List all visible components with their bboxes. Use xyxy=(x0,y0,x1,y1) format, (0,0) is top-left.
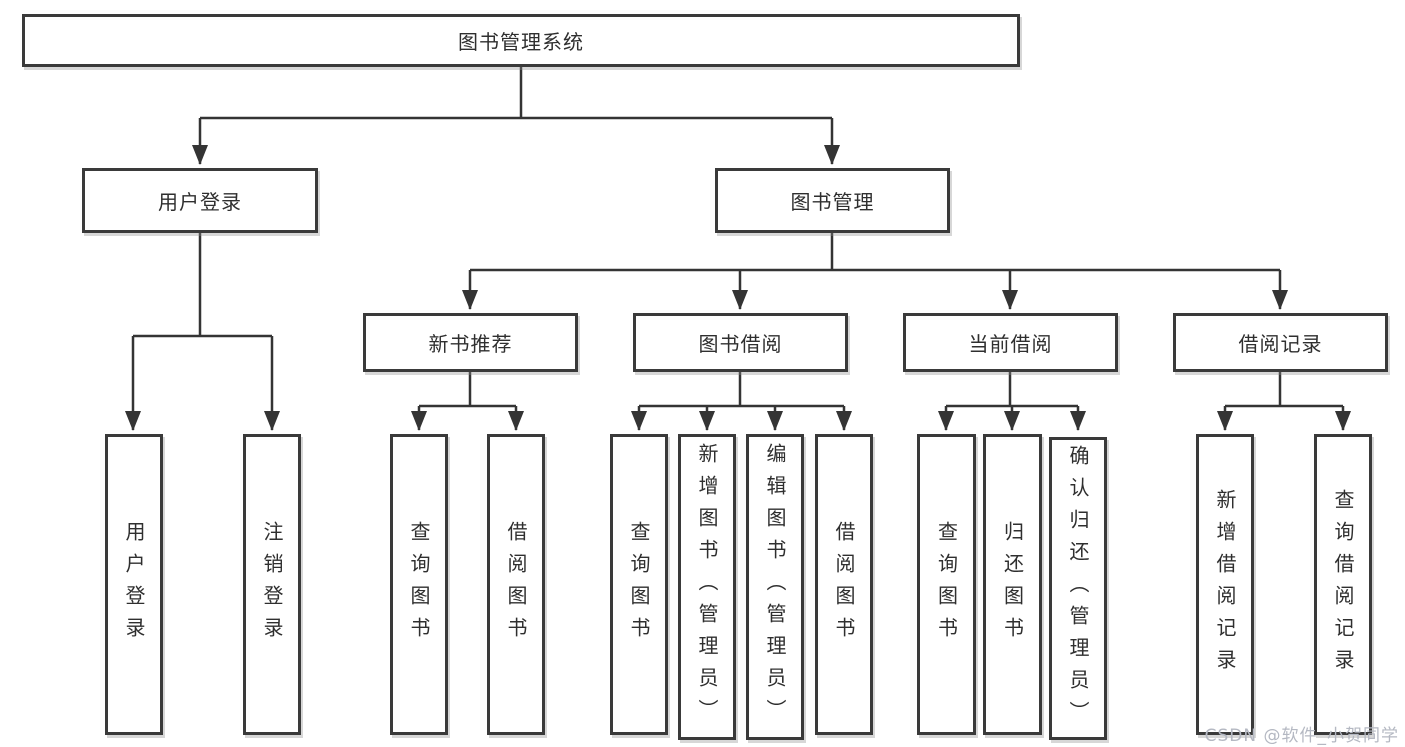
leaf-label: 查询图书 xyxy=(407,520,431,649)
leaf-label: 用户登录 xyxy=(122,520,146,649)
leaf-label: 确认归还（管理员） xyxy=(1066,444,1090,733)
leaf-label: 查询图书 xyxy=(934,520,959,649)
leaf-return-book: 归还图书 xyxy=(983,434,1042,735)
leaf-borrow-books-borrowing: 借阅图书 xyxy=(815,434,873,735)
leaf-query-borrow-record: 查询借阅记录 xyxy=(1314,434,1372,735)
leaf-label: 查询借阅记录 xyxy=(1331,488,1355,681)
node-label: 当前借阅 xyxy=(968,332,1053,356)
leaf-label: 编辑图书（管理员） xyxy=(763,443,787,731)
node-label: 新书推荐 xyxy=(428,332,513,356)
leaf-add-borrow-record: 新增借阅记录 xyxy=(1196,434,1254,735)
node-label: 图书管理系统 xyxy=(458,30,584,54)
leaf-query-books-current: 查询图书 xyxy=(917,434,976,735)
leaf-user-login: 用户登录 xyxy=(105,434,163,735)
leaf-label: 新增借阅记录 xyxy=(1213,488,1237,681)
node-borrowing-records: 借阅记录 xyxy=(1173,313,1388,372)
leaf-add-book-admin: 新增图书（管理员） xyxy=(678,434,736,740)
node-label: 借阅记录 xyxy=(1238,332,1323,356)
csdn-watermark: CSDN @软件_小贺同学 xyxy=(1204,726,1399,746)
node-current-borrowing: 当前借阅 xyxy=(903,313,1118,372)
node-label: 图书借阅 xyxy=(698,332,783,356)
leaf-logout: 注销登录 xyxy=(243,434,301,735)
leaf-label: 注销登录 xyxy=(260,520,284,649)
leaf-label: 借阅图书 xyxy=(504,520,528,649)
leaf-label: 借阅图书 xyxy=(832,520,856,649)
node-label: 图书管理 xyxy=(790,190,875,214)
node-book-borrowing: 图书借阅 xyxy=(633,313,848,372)
leaf-edit-book-admin: 编辑图书（管理员） xyxy=(746,434,804,740)
leaf-label: 归还图书 xyxy=(1000,520,1025,649)
node-new-book-recommendation: 新书推荐 xyxy=(363,313,578,372)
leaf-query-books-borrowing: 查询图书 xyxy=(610,434,668,735)
node-book-management: 图书管理 xyxy=(715,168,950,233)
leaf-label: 查询图书 xyxy=(627,520,651,649)
leaf-borrow-books-recommend: 借阅图书 xyxy=(487,434,545,735)
leaf-label: 新增图书（管理员） xyxy=(695,443,719,731)
node-user-login: 用户登录 xyxy=(82,168,318,233)
leaf-query-books-recommend: 查询图书 xyxy=(390,434,448,735)
node-library-management-system: 图书管理系统 xyxy=(22,14,1020,67)
node-label: 用户登录 xyxy=(158,190,242,214)
leaf-confirm-return-admin: 确认归还（管理员） xyxy=(1049,437,1107,740)
